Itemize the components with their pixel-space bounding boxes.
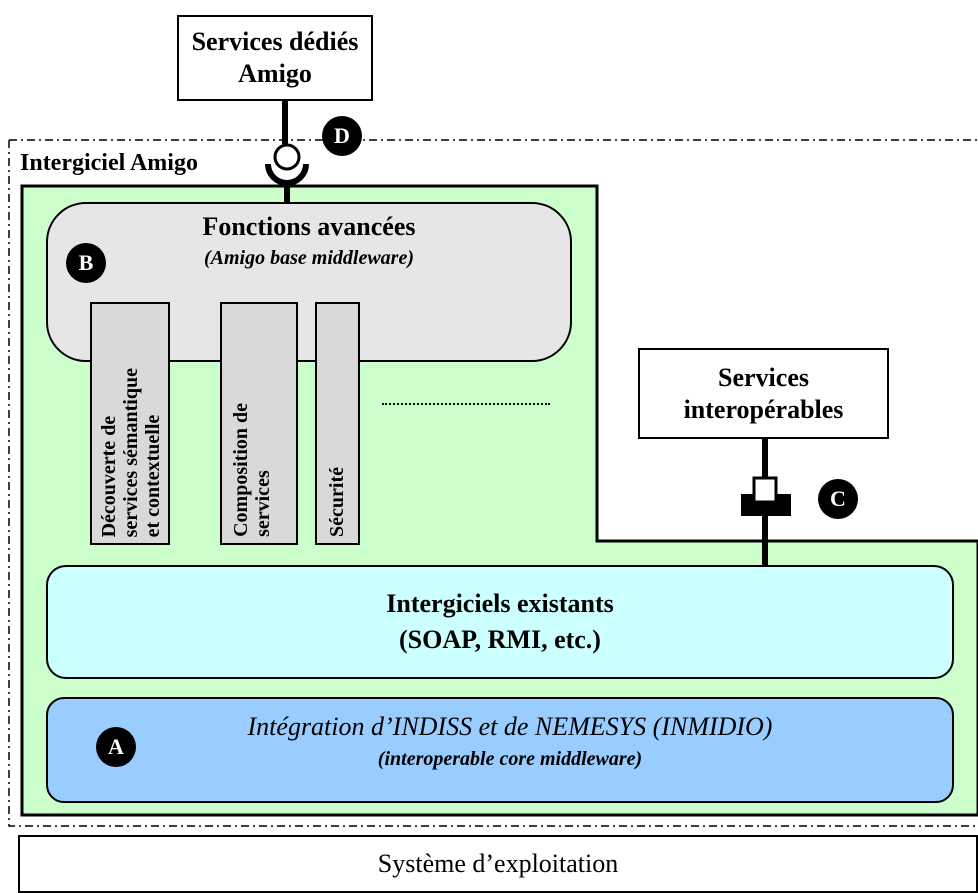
module-service-composition-line1: Composition de bbox=[230, 403, 252, 537]
advanced-functions-title: Fonctions avancées bbox=[202, 212, 416, 241]
interoperable-services-line2: interopérables bbox=[683, 394, 844, 424]
connector-d-ball bbox=[273, 143, 301, 171]
dedicated-services-line1: Services dédiés bbox=[191, 27, 359, 56]
module-semantic-discovery-line3: et contextuelle bbox=[142, 414, 164, 537]
badge-a: A bbox=[96, 727, 136, 767]
interoperable-services-line1: Services bbox=[718, 362, 809, 392]
badge-b: B bbox=[66, 243, 106, 283]
operating-system-label: Système d’exploitation bbox=[377, 849, 619, 878]
existing-middleware-line2: (SOAP, RMI, etc.) bbox=[399, 625, 601, 654]
module-security: Sécurité bbox=[315, 302, 360, 545]
badge-c: C bbox=[818, 479, 858, 519]
module-semantic-discovery-text: Découverte de services sémantique et con… bbox=[98, 368, 164, 537]
core-middleware-title: Intégration d’INDISS et de NEMESYS (INMI… bbox=[247, 712, 773, 741]
middleware-label: Intergiciel Amigo bbox=[20, 150, 198, 176]
advanced-functions-subtitle: (Amigo base middleware) bbox=[204, 247, 414, 269]
module-semantic-discovery-line1: Découverte de bbox=[98, 415, 120, 537]
dedicated-services-box: Services dédiés Amigo bbox=[177, 15, 373, 101]
core-middleware-box bbox=[46, 697, 954, 803]
module-security-line1: Sécurité bbox=[326, 467, 348, 537]
operating-system-box: Système d’exploitation bbox=[18, 835, 978, 893]
more-modules-dotted-line bbox=[382, 403, 550, 405]
existing-middleware-box: Intergiciels existants (SOAP, RMI, etc.) bbox=[46, 565, 954, 679]
dedicated-services-line2: Amigo bbox=[238, 59, 312, 88]
interoperable-services-box: Services interopérables bbox=[638, 348, 889, 439]
core-middleware-subtitle: (interoperable core middleware) bbox=[377, 748, 643, 770]
module-semantic-discovery: Découverte de services sémantique et con… bbox=[90, 302, 170, 545]
module-service-composition: Composition de services bbox=[220, 302, 298, 545]
module-security-text: Sécurité bbox=[326, 467, 348, 537]
connector-d bbox=[265, 101, 309, 204]
existing-middleware-line1: Intergiciels existants bbox=[386, 589, 614, 618]
module-service-composition-line2: services bbox=[252, 470, 274, 537]
module-semantic-discovery-line2: services sémantique bbox=[120, 367, 142, 537]
middleware-boundary-dashed bbox=[8, 139, 978, 827]
connector-c-plug-top bbox=[752, 476, 778, 504]
badge-d: D bbox=[322, 116, 362, 156]
connector-c bbox=[741, 439, 791, 565]
module-service-composition-text: Composition de services bbox=[230, 403, 274, 537]
